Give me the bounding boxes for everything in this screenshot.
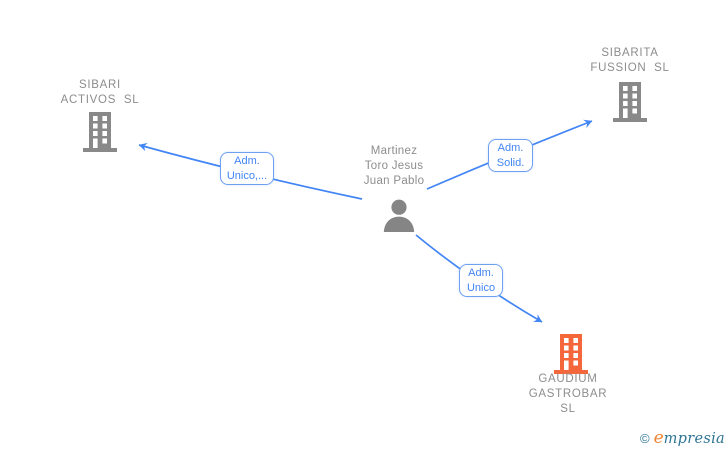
person-icon[interactable]: [381, 199, 417, 232]
node-label-martinez-toro-jesus-juan-pablo[interactable]: Martinez Toro Jesus Juan Pablo: [363, 145, 425, 187]
empresia-brand-text: empresia: [654, 428, 725, 448]
copyright-icon: ©: [639, 431, 650, 446]
edge-label-adm-solid[interactable]: Adm. Solid.: [488, 139, 533, 172]
node-label-gaudium-gastrobar-sl[interactable]: GAUDIUM GASTROBAR SL: [528, 373, 608, 415]
node-label-sibari-activos-sl[interactable]: SIBARI ACTIVOS SL: [60, 79, 140, 106]
building-icon[interactable]: [613, 82, 647, 122]
edge-label-adm-unico-ellipsis[interactable]: Adm. Unico,...: [220, 152, 274, 185]
node-label-sibarita-fussion-sl[interactable]: SIBARITA FUSSION SL: [590, 47, 670, 74]
empresia-logo[interactable]: © empresia: [640, 428, 725, 448]
brand-initial: e: [653, 428, 664, 448]
building-icon[interactable]: [554, 334, 588, 374]
building-icon[interactable]: [83, 112, 117, 152]
brand-rest: mpresia: [663, 431, 725, 447]
edge-label-adm-unico[interactable]: Adm. Unico: [459, 264, 503, 297]
